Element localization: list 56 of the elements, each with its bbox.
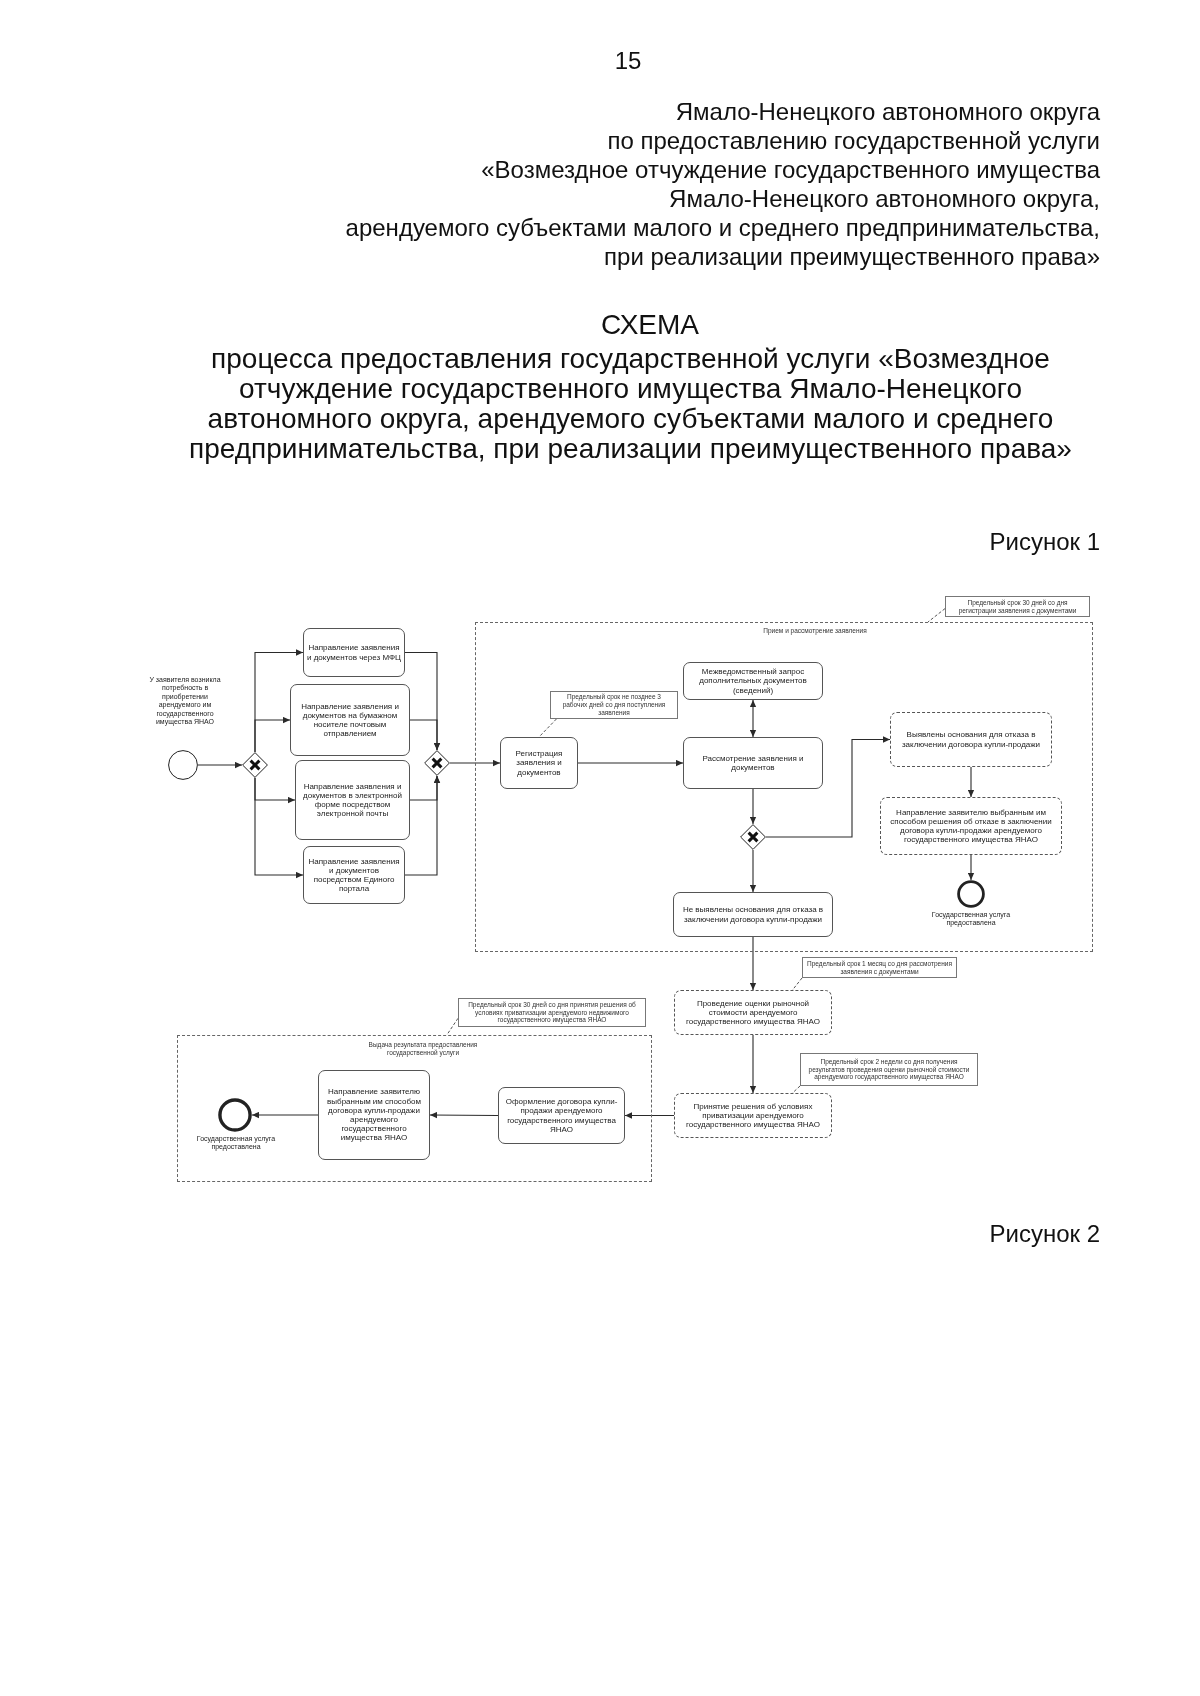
process-box: Направление заявления и документов посредством Единого портала <box>303 846 405 904</box>
leader-line <box>792 977 803 991</box>
figure-caption: Рисунок 2 <box>989 1219 1100 1248</box>
header-text: Ямало-Ненецкого автономного округа <box>675 97 1100 126</box>
flow-arrow <box>624 1112 675 1119</box>
process-box: Проведение оценки рыночной стоимости арендуемого государственного имущества ЯНАО <box>674 990 832 1035</box>
leader-line <box>538 718 557 738</box>
flow-arrow <box>429 1111 499 1119</box>
group-frame <box>177 1035 652 1182</box>
flow-arrow <box>749 1034 757 1094</box>
flow-arrow <box>404 775 441 876</box>
subtitle: процесса предоставления государственной услуги «Возмездное отчуждение государственного имущества Ямало-Ненецкого автономного округа, арендуемого субъектами малого и среднего предпринимательства, при реализации преимущественного права» <box>188 344 1073 464</box>
flow-arrow <box>449 759 501 767</box>
process-box: Направление заявителю выбранным им способом договора купли-продажи арендуемого государственного имущества ЯНАО <box>318 1070 430 1160</box>
flow-arrow <box>409 719 441 751</box>
flow-arrow <box>197 761 243 769</box>
flow-arrow <box>765 736 891 838</box>
leader-line <box>792 1085 801 1094</box>
header-text: арендуемого субъектами малого и среднего предпринимательства, <box>345 213 1100 242</box>
process-box: Межведомственный запрос дополнительных документов (сведений) <box>683 662 823 700</box>
group-frame <box>475 622 1093 952</box>
header-text: «Возмездное отчуждение государственного имущества <box>481 155 1100 184</box>
process-box: Направление заявителю выбранным им способом решения об отказе в заключении договора купли-продажи арендуемого государственного имущества ЯНАО <box>880 797 1062 855</box>
flow-arrow <box>749 788 757 825</box>
gateway-diamond <box>242 752 268 778</box>
end-event-circle <box>957 880 985 908</box>
flow-arrow <box>749 849 757 893</box>
leader-line <box>446 1017 459 1036</box>
figure-caption: Рисунок 1 <box>989 527 1100 556</box>
title: СХЕМА <box>600 310 700 340</box>
process-box: Оформление договора купли-продажи арендуемого государственного имущества ЯНАО <box>498 1087 625 1144</box>
process-box: Направление заявления и документов на бумажном носителе почтовым отправлением <box>290 684 410 756</box>
flow-arrow <box>254 777 304 879</box>
header-text: при реализации преимущественного права» <box>604 242 1100 271</box>
process-box: Рассмотрение заявления и документов <box>683 737 823 789</box>
flow-arrow <box>967 766 975 798</box>
end-event-circle <box>218 1098 252 1132</box>
flow-arrow <box>749 936 757 991</box>
header-text: по предоставлению государственной услуги <box>607 126 1100 155</box>
flow-arrow <box>577 759 684 767</box>
flow-arrow <box>254 716 291 753</box>
flow-arrow <box>967 854 975 881</box>
page-number: 15 <box>613 46 643 75</box>
process-box: Выявлены основания для отказа в заключении договора купли-продажи <box>890 712 1052 767</box>
flow-arrow <box>251 1111 319 1119</box>
leader-line <box>927 608 946 623</box>
process-box: Регистрация заявления и документов <box>500 737 578 789</box>
process-box: Не выявлены основания для отказа в заключении договора купли-продажи <box>673 892 833 937</box>
process-box: Направление заявления и документов через МФЦ <box>303 628 405 677</box>
header-text: Ямало-Ненецкого автономного округа, <box>669 184 1100 213</box>
process-box: Принятие решения об условиях приватизации арендуемого государственного имущества ЯНАО <box>674 1093 832 1138</box>
gateway-diamond <box>424 750 450 776</box>
start-event-circle <box>168 750 198 780</box>
gateway-diamond <box>740 824 766 850</box>
process-box: Направление заявления и документов в электронной форме посредством электронной почты <box>295 760 410 840</box>
flow-arrow <box>749 699 757 738</box>
